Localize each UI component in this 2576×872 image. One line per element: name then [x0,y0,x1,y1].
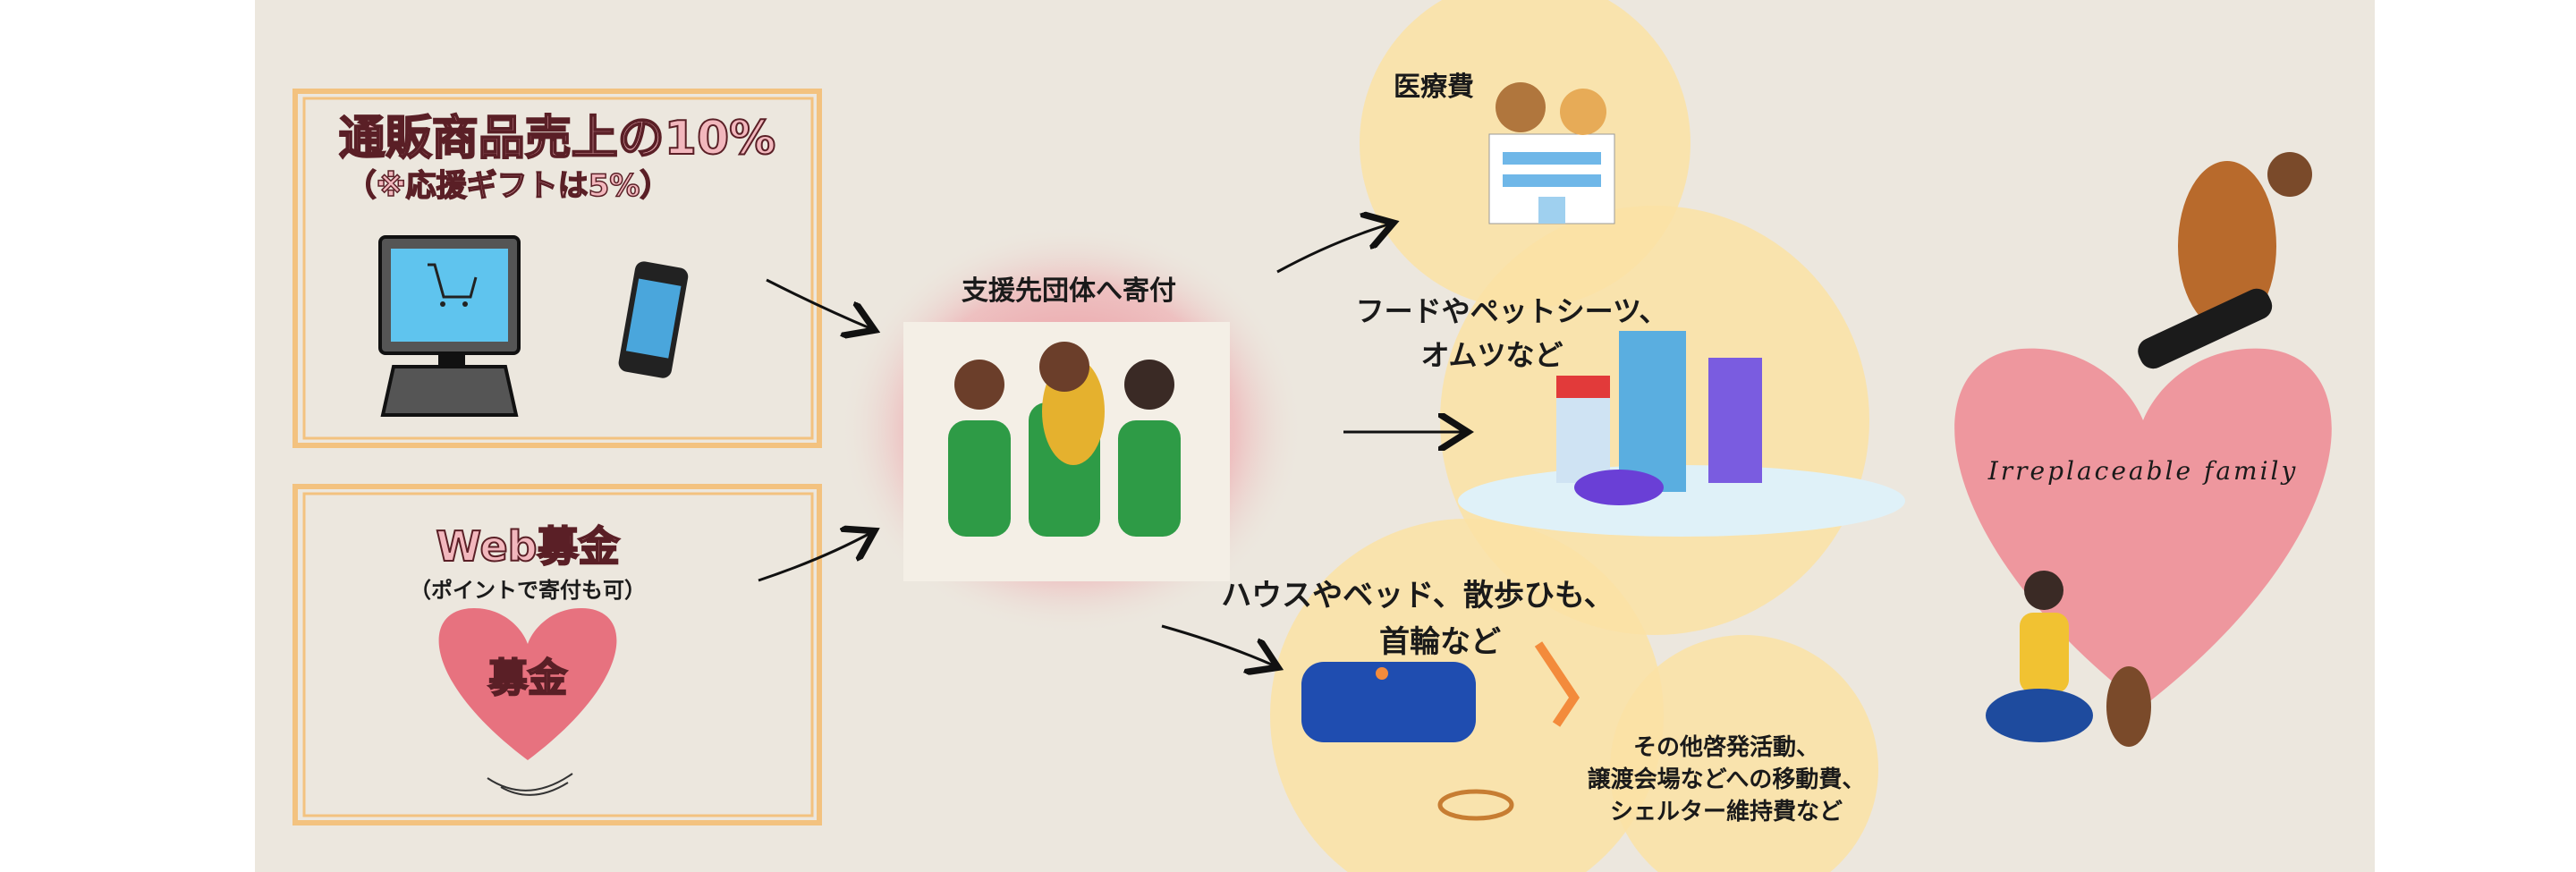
family-heart [1954,348,2332,707]
hospital-icon [1488,82,1615,224]
goods-label-line2: 首輪など [1379,624,1501,660]
other-label-line3: シェルター維持費など [1609,799,1843,825]
arrow-donation-to-center [758,532,872,582]
pet-food-illustration [1458,331,1905,537]
donation-box-subtitle: （ポイントで寄付も可） [410,578,646,603]
donation-heart-icon [438,608,617,760]
computer-cart-icon [378,235,521,417]
smartphone-cart-icon [618,261,689,378]
other-circle [1610,635,1878,872]
medical-label: 医療費 [1394,72,1474,103]
donation-box-frame [292,484,822,825]
sales-box-subtitle: （※応援ギフトは5%） [345,167,671,205]
hand-icon [487,773,573,796]
arrow-to-goods [1161,624,1275,666]
arrow-sales-to-center [766,278,872,329]
heart-label: 募金 [487,655,568,702]
center-title: 支援先団体へ寄付 [962,275,1176,307]
pet-bed-illustration [1301,641,1580,821]
food-label-line1: フードやペットシーツ、 [1355,294,1668,328]
food-label-line2: オムツなど [1420,338,1563,372]
sales-box-title: 通販商品売上の10% [338,111,776,166]
other-label-line2: 譲渡会場などへの移動費、 [1587,766,1866,793]
goods-label-line1: ハウスやベッド、散歩ひも、 [1221,578,1614,614]
woman-with-cat-illustration [1986,571,2151,747]
sales-box-frame [292,89,822,448]
other-label-line1: その他啓発活動、 [1632,734,1820,761]
donation-box-title: Web募金 [435,521,620,571]
family-heart-text: Irreplaceable family [1987,456,2299,486]
arrow-to-medical [1276,224,1391,274]
woman-with-dog-illustration [2138,152,2312,369]
